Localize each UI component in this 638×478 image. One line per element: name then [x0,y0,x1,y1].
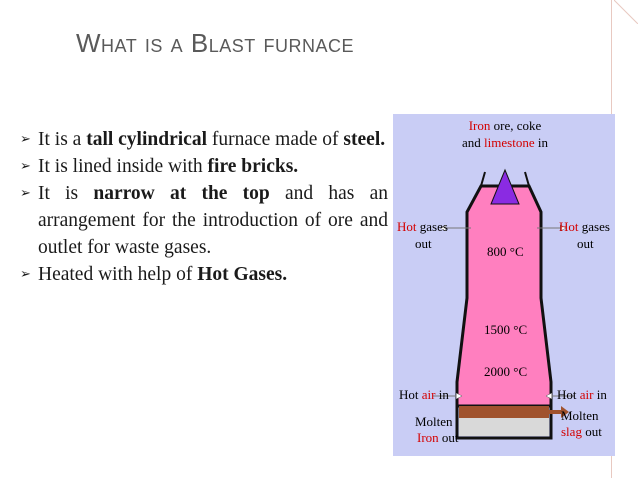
bullet-bold-text: narrow at the top [93,183,270,204]
hot-gases-out-right-label: Hot gases [559,219,610,234]
input-label-line2: and limestone in [462,135,548,150]
temperature-2000: 2000 °C [484,364,527,379]
slide-corner-decoration [614,0,638,24]
bullet-text: It is lined inside with [38,156,208,177]
bullet-list: ➢ It is a tall cylindrical furnace made o… [16,126,388,288]
hot-air-in-right-label: Hot air in [557,387,607,402]
bullet-text: It is [38,183,94,204]
slide-title: What is a Blast furnace [76,28,354,58]
bullet-item: ➢ It is a tall cylindrical furnace made o… [16,126,388,153]
molten-iron-layer [459,418,549,436]
bullet-text: It is a [38,129,87,150]
blast-furnace-diagram: Iron ore, coke and limestone in Hot gase… [393,114,615,456]
bullet-item: ➢ It is narrow at the top and has an arr… [16,180,388,261]
arrow-bullet-icon: ➢ [20,159,31,174]
bullet-text: Heated with help of [38,264,198,285]
hot-gases-out-left-label-out: out [415,236,432,251]
arrow-bullet-icon: ➢ [20,267,31,282]
bullet-bold-text: fire bricks. [207,156,299,177]
arrow-bullet-icon: ➢ [20,132,31,147]
hot-gases-out-right-label-out: out [577,236,594,251]
bullet-text: furnace made of [206,129,344,150]
molten-slag-out-label-line2: slag out [561,424,602,439]
bullet-item: ➢ Heated with help of Hot Gases. [16,261,388,288]
bullet-item: ➢ It is lined inside with fire bricks. [16,153,388,180]
charge-triangle [490,168,520,205]
bullet-text: and has an arrangement for the introduct… [38,183,388,258]
molten-iron-out-label: Molten [415,414,453,429]
temperature-1500: 1500 °C [484,322,527,337]
molten-slag-out-label: Molten [561,408,599,423]
temperature-800: 800 °C [487,244,524,259]
molten-slag-layer [459,406,549,418]
hot-air-in-left-label: Hot air in [399,387,449,402]
hot-gases-out-left-label: Hot gases [397,219,448,234]
bullet-bold-text: steel. [343,129,386,150]
arrow-bullet-icon: ➢ [20,186,31,201]
molten-iron-out-label-line2: Iron out [417,430,459,445]
bullet-bold-text: tall cylindrical [86,129,207,150]
bullet-bold-text: Hot Gases. [197,264,288,285]
input-label-line1: Iron ore, coke [469,118,542,133]
